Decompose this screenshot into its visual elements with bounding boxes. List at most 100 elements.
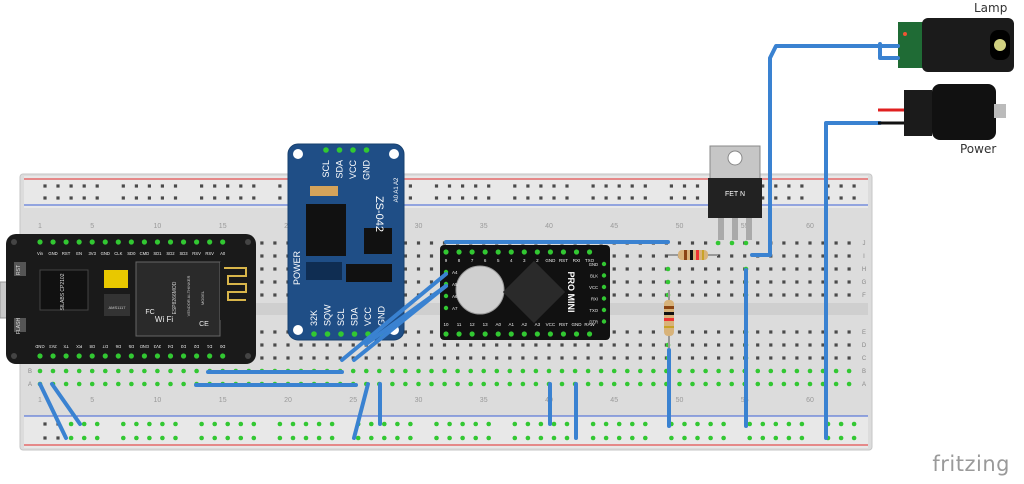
connected-hole bbox=[786, 421, 792, 427]
column-number: 45 bbox=[610, 223, 618, 230]
breadboard-hole bbox=[416, 356, 421, 360]
rail-hole bbox=[513, 196, 517, 200]
connected-hole bbox=[630, 435, 635, 441]
connected-hole bbox=[559, 381, 565, 387]
connected-hole bbox=[50, 368, 56, 374]
connected-hole bbox=[807, 368, 813, 374]
connected-hole bbox=[729, 240, 735, 246]
rail-hole bbox=[695, 184, 700, 188]
breadboard-hole bbox=[795, 254, 799, 258]
breadboard-hole bbox=[273, 356, 277, 360]
promini-pin bbox=[443, 249, 449, 255]
breadboard-hole bbox=[299, 356, 303, 360]
breadboard-hole bbox=[808, 267, 812, 271]
breadboard-hole bbox=[508, 356, 512, 360]
breadboard-hole bbox=[769, 343, 773, 347]
connected-hole bbox=[251, 435, 257, 441]
resistor-horizontal bbox=[668, 250, 718, 260]
connected-hole bbox=[677, 368, 682, 374]
connected-hole bbox=[395, 421, 400, 427]
connected-hole bbox=[643, 421, 648, 427]
connected-hole bbox=[63, 368, 69, 374]
nodemcu-pin bbox=[115, 353, 121, 359]
breadboard-hole bbox=[403, 343, 407, 347]
connected-hole bbox=[142, 368, 147, 374]
rtc-pin bbox=[363, 147, 370, 153]
nodemcu-pin-label: D5 bbox=[128, 344, 134, 349]
breadboard-hole bbox=[325, 343, 329, 347]
connected-hole bbox=[181, 368, 186, 374]
connected-hole bbox=[721, 435, 726, 441]
breadboard-hole bbox=[651, 293, 655, 297]
breadboard-hole bbox=[260, 267, 264, 271]
nodemcu-pin-label: 3V3 bbox=[88, 251, 96, 256]
connected-hole bbox=[533, 368, 539, 374]
breadboard-hole bbox=[704, 241, 708, 245]
wire-rtc-gnd bbox=[352, 382, 370, 440]
nodemcu-model-text: MODEL bbox=[200, 290, 205, 305]
breadboard-hole bbox=[625, 343, 629, 347]
breadboard-hole bbox=[625, 267, 629, 271]
nodemcu-pin bbox=[128, 353, 134, 359]
connected-hole bbox=[173, 421, 178, 427]
breadboard-hole bbox=[273, 267, 277, 271]
breadboard-hole bbox=[795, 241, 799, 245]
connected-hole bbox=[403, 368, 408, 374]
connected-hole bbox=[390, 368, 395, 374]
breadboard-hole bbox=[690, 330, 695, 334]
rtc-pin-label: VCC bbox=[363, 306, 373, 326]
breadboard-hole bbox=[651, 254, 655, 258]
breadboard-hole bbox=[612, 280, 616, 284]
nodemcu-pin bbox=[207, 353, 213, 359]
connected-hole bbox=[747, 435, 752, 441]
connected-hole bbox=[408, 421, 413, 427]
nodemcu-pin-label: RSV bbox=[205, 251, 214, 256]
breadboard-hole bbox=[821, 330, 825, 334]
breadboard-hole bbox=[821, 293, 825, 297]
rtc-pin bbox=[351, 331, 358, 337]
breadboard-hole bbox=[638, 254, 642, 258]
breadboard-hole bbox=[534, 356, 538, 360]
breadboard-hole bbox=[821, 356, 825, 360]
breadboard-hole bbox=[612, 330, 616, 334]
nodemcu-pin bbox=[76, 353, 82, 359]
connected-hole bbox=[486, 435, 492, 441]
connected-hole bbox=[382, 435, 387, 441]
rail-hole bbox=[800, 184, 804, 188]
breadboard-hole bbox=[456, 356, 460, 360]
rtc-pin-label: SDA bbox=[335, 160, 345, 179]
nodemcu-pin bbox=[194, 353, 200, 359]
connected-hole bbox=[481, 368, 487, 374]
breadboard-hole bbox=[638, 343, 642, 347]
connected-hole bbox=[173, 435, 178, 441]
connected-hole bbox=[473, 421, 479, 427]
connected-hole bbox=[716, 368, 721, 374]
connected-hole bbox=[729, 381, 734, 387]
connected-hole bbox=[551, 435, 557, 441]
breadboard-hole bbox=[495, 356, 499, 360]
column-number: 5 bbox=[90, 223, 94, 230]
connected-hole bbox=[416, 368, 421, 374]
breadboard-hole bbox=[795, 280, 799, 284]
breadboard-hole bbox=[429, 241, 434, 245]
breadboard-hole bbox=[351, 343, 355, 347]
breadboard-hole bbox=[390, 356, 394, 360]
connected-hole bbox=[755, 381, 761, 387]
connected-hole bbox=[695, 421, 700, 427]
connected-hole bbox=[768, 368, 774, 374]
promini-pin-label: BLK bbox=[590, 274, 598, 279]
connected-hole bbox=[743, 240, 749, 246]
breadboard-hole bbox=[338, 343, 342, 347]
connected-hole bbox=[598, 381, 604, 387]
breadboard-hole bbox=[416, 267, 421, 271]
row-letter: G bbox=[862, 280, 867, 286]
breadboard-hole bbox=[260, 280, 264, 284]
nodemcu-rst-label: RST bbox=[16, 265, 22, 275]
rail-hole bbox=[643, 184, 647, 188]
rail-hole bbox=[95, 196, 99, 200]
rail-hole bbox=[69, 184, 73, 188]
breadboard-hole bbox=[325, 356, 329, 360]
rtc-pin bbox=[324, 331, 331, 337]
breadboard-hole bbox=[756, 293, 760, 297]
rtc-pin-label: GND bbox=[377, 306, 387, 327]
